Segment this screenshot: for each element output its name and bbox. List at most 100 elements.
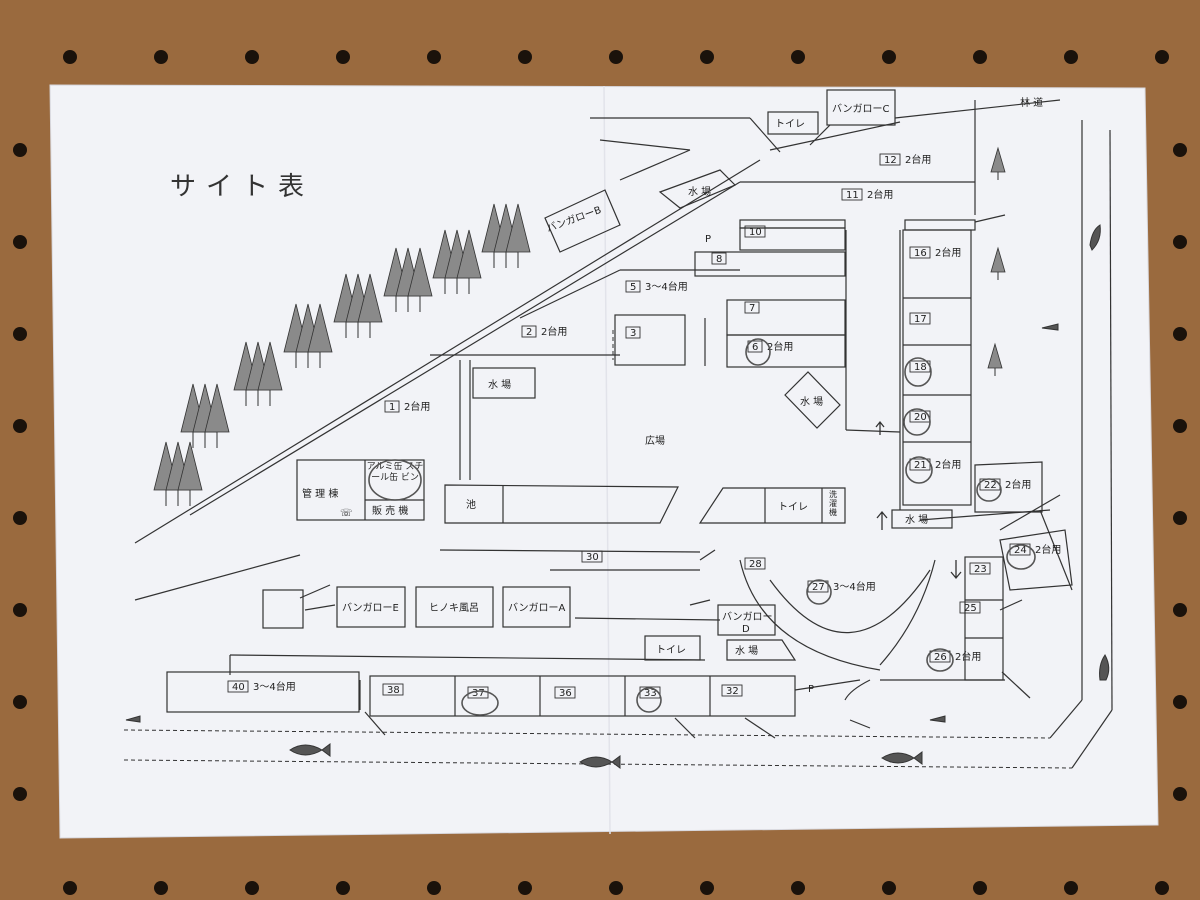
peg-hole: [13, 327, 27, 341]
tree-icon: [233, 341, 283, 406]
peg-hole: [336, 881, 350, 895]
pegboard-holes: [13, 50, 1187, 895]
peg-hole: [1064, 50, 1078, 64]
site-number-box: [879, 153, 901, 166]
peg-hole: [1173, 143, 1187, 157]
site-number: 20: [914, 412, 927, 423]
pond: 池: [444, 484, 679, 524]
cypress-bath: ヒノキ風呂: [415, 586, 494, 628]
peg-hole: [1173, 787, 1187, 801]
site-number-box: [744, 301, 760, 314]
site-number: 18: [914, 362, 927, 373]
cypress-bath-label: ヒノキ風呂: [429, 602, 479, 614]
site-number: 16: [914, 248, 927, 259]
peg-hole: [700, 50, 714, 64]
site-number: 10: [749, 227, 762, 238]
peg-hole: [427, 50, 441, 64]
peg-hole: [973, 881, 987, 895]
phone-icon: ☏: [340, 508, 353, 519]
peg-hole: [13, 695, 27, 709]
peg-hole: [1064, 881, 1078, 895]
peg-hole: [13, 511, 27, 525]
site-24-plot: [999, 529, 1073, 591]
site-number: 30: [586, 552, 599, 563]
tree-icon: [990, 246, 1006, 280]
site-number-box: [909, 410, 931, 423]
peg-hole: [13, 603, 27, 617]
site-22-plot: [974, 461, 1043, 513]
site-25: 25: [959, 601, 981, 614]
site-number: 36: [559, 688, 572, 699]
water-east: 水 場: [784, 371, 841, 429]
site-36: 36: [554, 686, 576, 699]
peg-hole: [154, 881, 168, 895]
water-south: 水 場: [726, 639, 797, 661]
site-30: 30: [581, 550, 603, 563]
east-sites-column: [902, 229, 972, 506]
site-capacity: 2台用: [541, 325, 567, 338]
parking-south: P: [808, 684, 814, 695]
site-number: 23: [974, 564, 987, 575]
tree-icon: [432, 229, 482, 294]
peg-hole: [63, 881, 77, 895]
peg-hole: [973, 50, 987, 64]
site-number: 25: [964, 603, 977, 614]
peg-hole: [700, 881, 714, 895]
site-number-box: [554, 686, 576, 699]
site-number: 12: [884, 155, 897, 166]
site-capacity: 2台用: [1005, 478, 1031, 491]
tree-icon: [481, 203, 531, 268]
tree-icon: [153, 441, 203, 506]
site-28: 28: [744, 557, 766, 570]
site-number-box: [959, 601, 981, 614]
site-number-box: [909, 312, 931, 325]
site-number: 26: [934, 652, 947, 663]
south-sites-row: [166, 671, 796, 717]
toilet-north: トイレ: [767, 111, 819, 135]
peg-hole: [13, 419, 27, 433]
bungalow-e: バンガローE: [336, 586, 406, 628]
site-capacity: 2台用: [935, 458, 961, 471]
site-number-box: [625, 280, 641, 293]
site-capacity: 3～4台用: [253, 680, 296, 693]
site-number: 37: [472, 688, 485, 699]
peg-hole: [1173, 511, 1187, 525]
peg-hole: [427, 881, 441, 895]
site-number-box: [721, 684, 743, 697]
water-east-label: 水 場: [800, 395, 823, 408]
site-number: 40: [232, 682, 245, 693]
site-10: 10: [744, 225, 766, 238]
site-number-box: [581, 550, 603, 563]
site-number: 27: [812, 582, 825, 593]
peg-hole: [245, 50, 259, 64]
site-23-25-26-plot: [964, 556, 1004, 681]
site-32: 32: [721, 684, 743, 697]
toilet-north-label: トイレ: [775, 119, 805, 130]
pond-label: 池: [466, 498, 476, 511]
washer-label: 洗濯機: [829, 490, 837, 517]
peg-hole: [1173, 327, 1187, 341]
office-building: 管 理 棟 ☏ 販 売 機 アルミ缶 スチール缶 ビン: [296, 459, 425, 521]
peg-hole: [609, 50, 623, 64]
site-number: 5: [630, 282, 636, 293]
bungalow-a-label: バンガローA: [508, 602, 565, 614]
bungalow-e-label: バンガローE: [342, 602, 399, 614]
peg-hole: [13, 143, 27, 157]
site-number-box: [384, 400, 400, 413]
peg-hole: [336, 50, 350, 64]
washer-box: 洗濯機: [829, 490, 837, 517]
recycle-box: アルミ缶 スチール缶 ビン: [367, 462, 424, 483]
parking-north: P: [705, 234, 711, 245]
recycle-circle: [368, 459, 422, 501]
fish-doodles: [125, 224, 1110, 769]
site-capacity: 2台用: [767, 340, 793, 353]
site-number: 3: [630, 328, 636, 339]
